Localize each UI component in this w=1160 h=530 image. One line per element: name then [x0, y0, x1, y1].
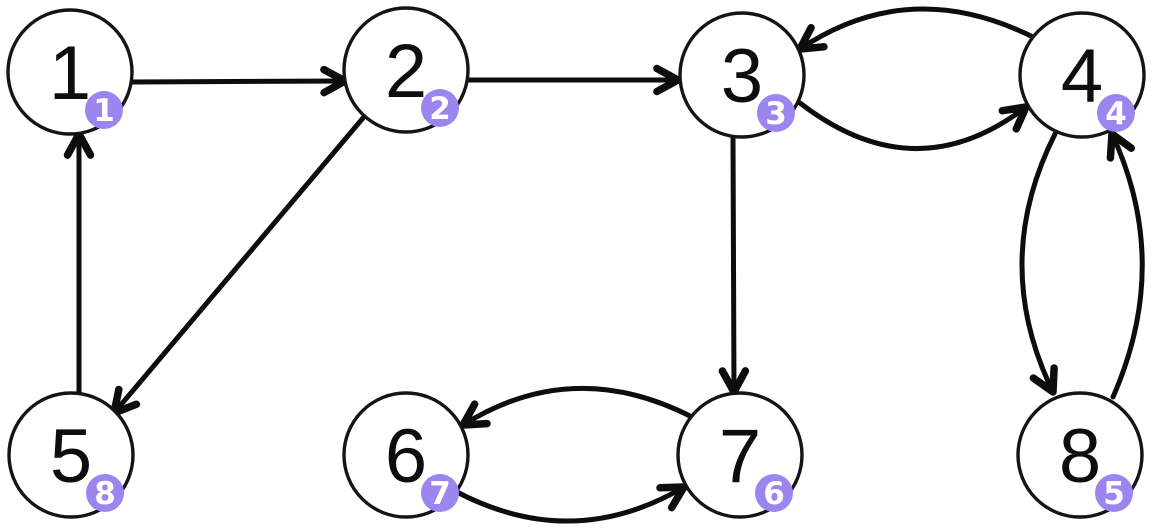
- edge-6-7: [452, 483, 688, 524]
- visit-order-label: 3: [765, 96, 787, 132]
- edge-7-6: [459, 386, 695, 429]
- edge-2-3: [466, 64, 682, 96]
- edge-5-1: [63, 130, 95, 396]
- visit-order-badge: [1097, 94, 1135, 132]
- visit-order-label: 6: [763, 476, 785, 512]
- node-label: 3: [721, 34, 763, 119]
- visit-order-label: 7: [429, 476, 451, 512]
- edge-4-3: [796, 6, 1038, 53]
- visit-order-label: 4: [1105, 96, 1127, 132]
- node-label: 4: [1061, 34, 1103, 119]
- edge-path: [730, 134, 737, 395]
- edge-path: [1109, 131, 1145, 400]
- arrowhead-icon: [1106, 130, 1136, 162]
- visit-order-label: 5: [1103, 476, 1125, 512]
- node-label: 8: [1059, 414, 1101, 499]
- edge-path: [460, 386, 695, 428]
- arrowhead-icon: [459, 400, 491, 429]
- node-label: 7: [719, 414, 761, 499]
- node-label: 5: [50, 414, 92, 499]
- visit-order-badge: [85, 91, 123, 129]
- edge-path: [111, 115, 366, 416]
- visit-order-label: 2: [429, 91, 451, 127]
- visit-order-badge: [1095, 474, 1133, 512]
- edge-3-7: [718, 134, 750, 396]
- edge-path: [128, 78, 348, 85]
- arrowhead-icon: [1029, 364, 1058, 396]
- visit-order-badge: [86, 474, 124, 512]
- edge-2-5: [110, 115, 366, 417]
- visit-order-label: 8: [94, 476, 116, 512]
- edge-path: [797, 100, 1029, 151]
- arrowhead-icon: [998, 103, 1030, 133]
- visit-order-badge: [757, 94, 795, 132]
- arrowhead-icon: [653, 64, 682, 96]
- edge-8-4: [1106, 130, 1145, 400]
- visit-order-label: 1: [93, 93, 115, 129]
- visit-order-badge: [421, 474, 459, 512]
- edge-3-4: [797, 100, 1030, 151]
- node-label: 6: [385, 414, 427, 499]
- visit-order-badge: [421, 89, 459, 127]
- edge-path: [452, 484, 687, 524]
- edge-1-2: [128, 65, 349, 97]
- visit-order-badge: [755, 474, 793, 512]
- arrowhead-icon: [656, 483, 688, 512]
- edge-4-8: [1019, 131, 1058, 396]
- node-label: 1: [49, 31, 91, 116]
- edge-path: [1019, 131, 1058, 395]
- edge-path: [797, 6, 1038, 52]
- node-label: 2: [385, 29, 427, 114]
